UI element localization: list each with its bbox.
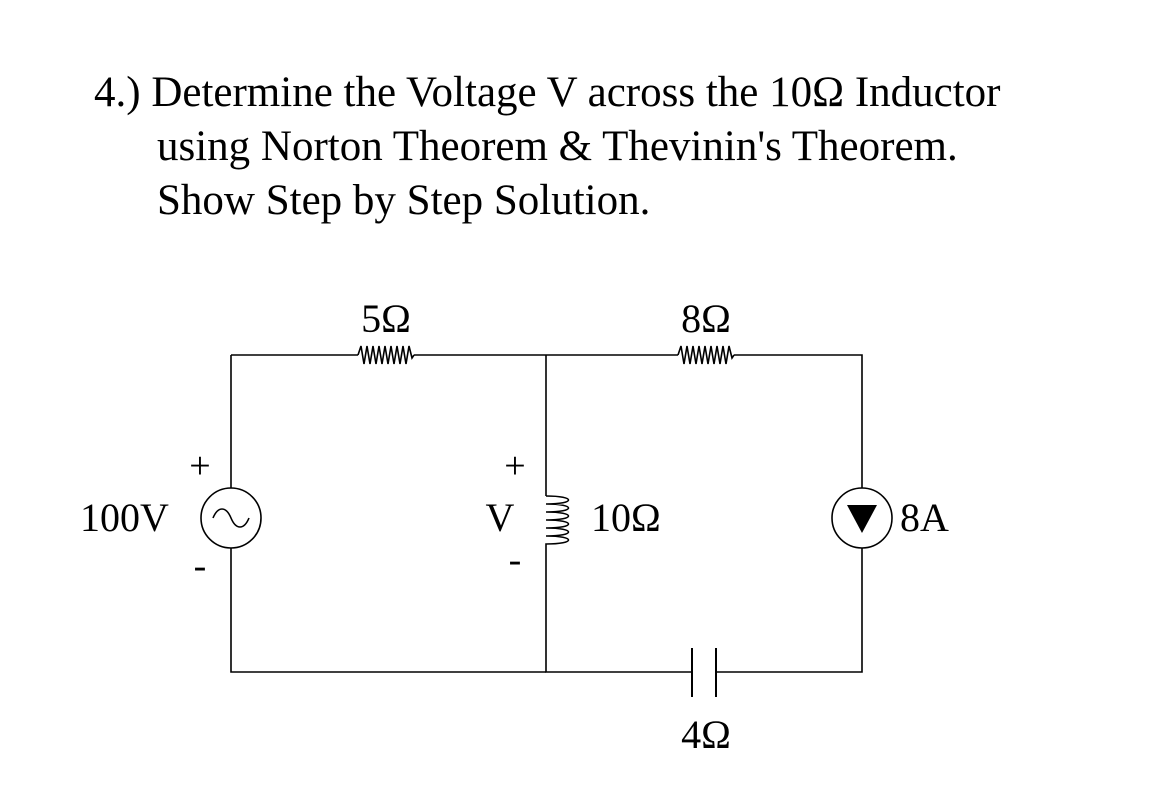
label-source-plus: +: [189, 445, 210, 487]
ac-source-sine: [212, 508, 250, 528]
label-100v: 100V: [80, 495, 169, 540]
wire-mid-bottom: [545, 548, 692, 673]
label-8-ohm: 8Ω: [681, 296, 731, 341]
label-source-minus: -: [194, 545, 207, 587]
label-8a: 8A: [900, 495, 949, 540]
resistor-8-ohm: [677, 345, 735, 365]
wire-right-bottom: [716, 548, 863, 673]
inductor-coil: [545, 495, 570, 548]
problem-statement: 4.) Determine the Voltage V across the 1…: [94, 66, 1001, 228]
ac-source-circle: [200, 487, 262, 549]
problem-line-2: using Norton Theorem & Thevinin's Theore…: [157, 123, 958, 170]
problem-line-3: Show Step by Step Solution.: [157, 177, 651, 224]
current-source-arrow: [847, 505, 877, 533]
wire-top-right: [734, 354, 863, 488]
label-voltage-plus: +: [504, 445, 525, 487]
label-voltage-minus: -: [509, 539, 522, 581]
problem-line-1: 4.) Determine the Voltage V across the 1…: [94, 69, 1001, 116]
resistor-5-ohm: [357, 345, 415, 365]
current-source-circle: [831, 487, 893, 549]
label-4-ohm: 4Ω: [681, 712, 731, 757]
wire-left-bottom: [230, 548, 546, 673]
label-5-ohm: 5Ω: [361, 296, 411, 341]
label-voltage-v: V: [486, 495, 515, 540]
label-10-ohm-inductor: 10Ω: [591, 495, 661, 540]
